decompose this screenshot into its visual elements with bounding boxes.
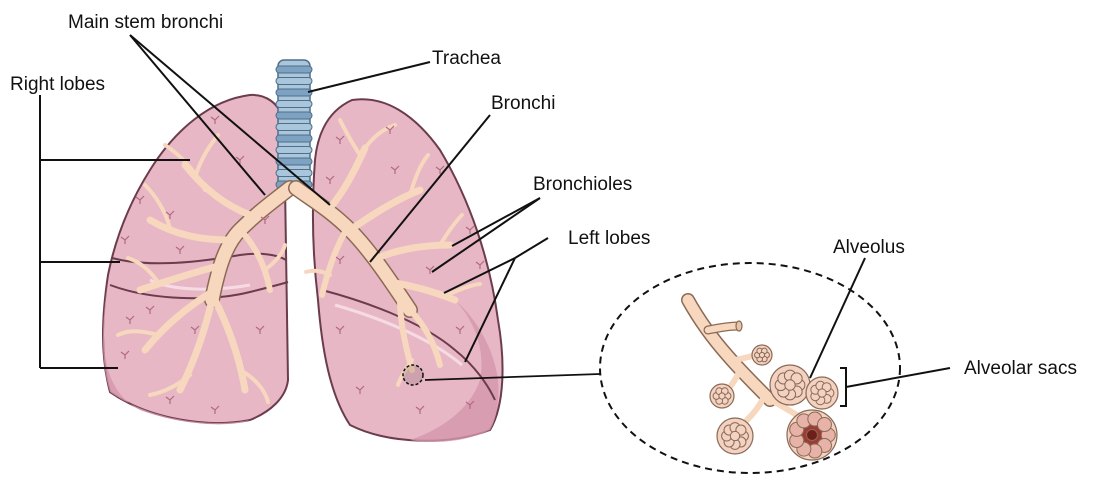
label-alveolus: Alveolus: [833, 238, 905, 257]
sample-region-marker: [403, 365, 423, 385]
label-right-lobes: Right lobes: [10, 75, 105, 94]
leader-trachea: [308, 62, 430, 92]
alveolar-sac: [710, 384, 734, 408]
label-alveolar-sacs: Alveolar sacs: [964, 359, 1077, 378]
trachea-ring: [276, 112, 312, 119]
alveolar-sac: [752, 345, 772, 365]
alveolar-sac-cutaway: [787, 410, 837, 460]
inset-bronchiole-cut-end: [736, 321, 742, 331]
label-bronchioles: Bronchioles: [533, 175, 632, 194]
alveolar-sac: [806, 377, 838, 409]
trachea-ring: [276, 135, 312, 142]
label-trachea: Trachea: [432, 49, 501, 68]
trachea: [276, 60, 312, 190]
alveolar-sacs-bracket: [840, 368, 846, 406]
left-lung: [313, 99, 502, 442]
leader-left-lobes-a: [515, 238, 548, 258]
trachea-ring: [276, 89, 312, 96]
leader-alveolus: [810, 258, 865, 378]
label-main-stem-bronchi: Main stem bronchi: [68, 13, 223, 32]
label-bronchi: Bronchi: [491, 94, 555, 113]
trachea-ring: [276, 66, 312, 73]
alveolar-sac: [770, 365, 810, 405]
trachea-ring: [276, 101, 312, 108]
alveolar-sac: [717, 418, 753, 454]
inset-bronchiole-side-branch-fill: [708, 326, 738, 330]
left-lung-outline: [313, 99, 502, 440]
trachea-ring: [276, 147, 312, 154]
label-left-lobes: Left lobes: [568, 229, 650, 248]
trachea-ring: [276, 78, 312, 85]
trachea-ring: [276, 124, 312, 131]
trachea-rings: [276, 66, 312, 188]
